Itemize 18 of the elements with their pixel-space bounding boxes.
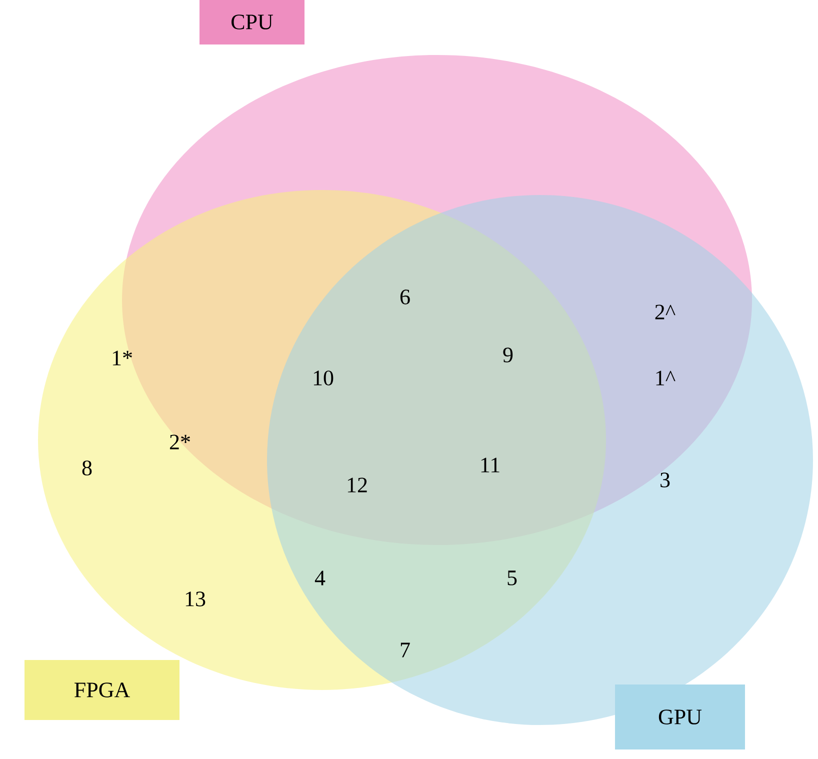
- region-number: 2^: [655, 304, 676, 320]
- region-number: 7: [400, 642, 410, 658]
- region-number: 1*: [112, 350, 132, 366]
- region-number: 13: [186, 592, 206, 606]
- region-number: 4: [314, 570, 326, 586]
- region-number: 6: [400, 290, 410, 304]
- label-box: CPU: [200, 0, 304, 44]
- region-number: 11: [481, 458, 500, 472]
- label-box: GPU: [615, 684, 745, 750]
- region-number: 5: [508, 570, 517, 586]
- label-box: FPGA: [24, 660, 180, 720]
- region-number: 10: [314, 370, 334, 386]
- region-number: 12: [348, 478, 367, 492]
- region-number: 9: [503, 348, 513, 362]
- region-number: 2*: [170, 434, 190, 450]
- region-number: 1^: [656, 370, 676, 386]
- region-number: 3: [660, 472, 670, 488]
- region-number: 8: [82, 460, 92, 476]
